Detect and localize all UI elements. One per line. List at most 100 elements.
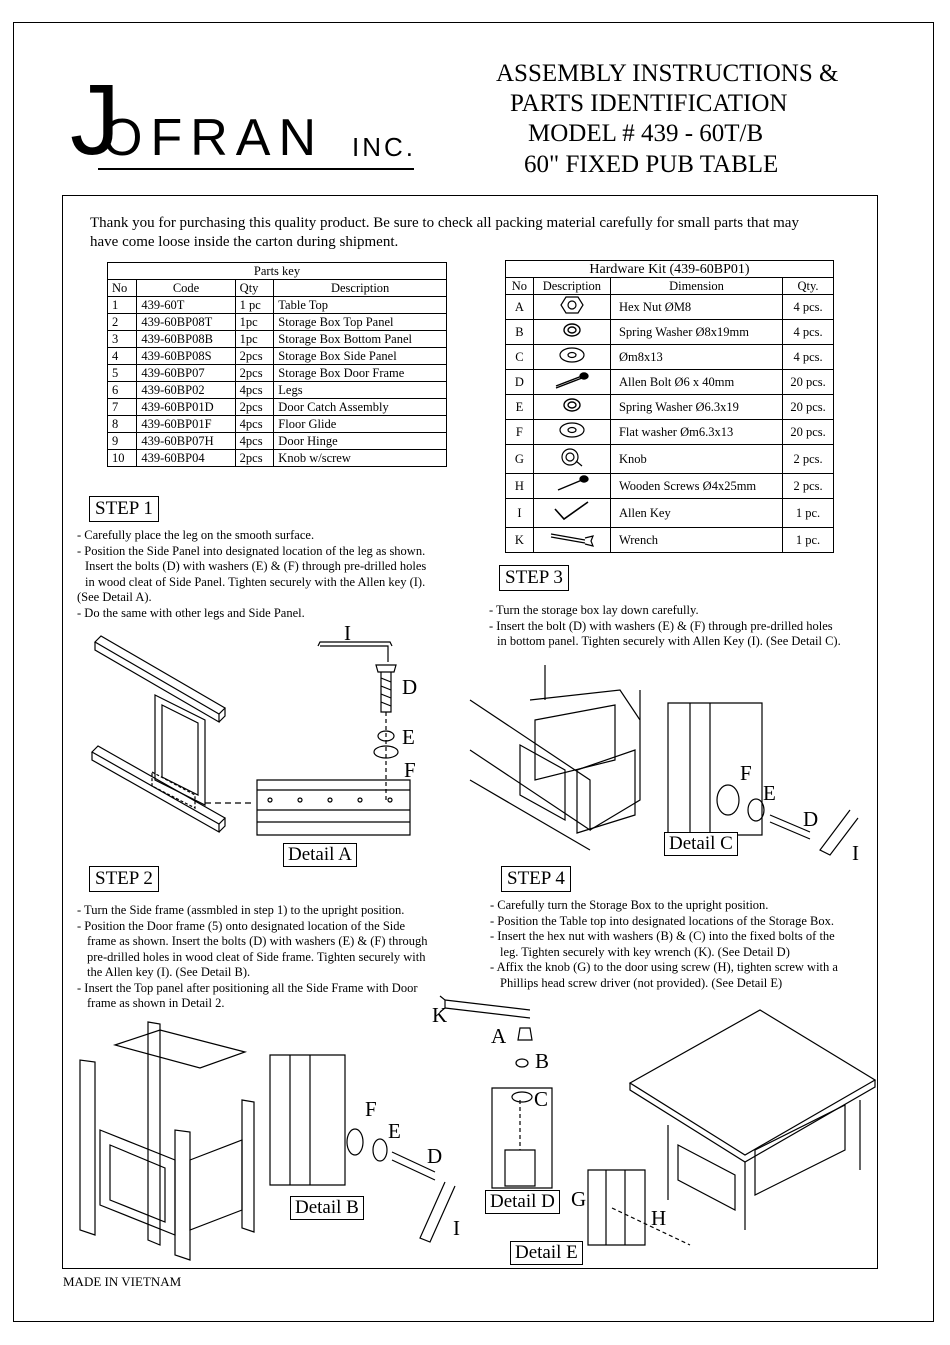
step-3-label: STEP 3 — [499, 565, 569, 591]
step-2-line: - Turn the Side frame (assmbled in step … — [77, 903, 405, 917]
step-1-label: STEP 1 — [89, 496, 159, 522]
callout-i-step2: I — [453, 1216, 460, 1240]
detail-d-label: Detail D — [485, 1190, 560, 1214]
step-2-text: - Turn the Side frame (assmbled in step … — [77, 903, 428, 1012]
hardware-cell-qty: 4 pcs. — [782, 344, 834, 370]
flat-washer-icon — [557, 347, 587, 368]
title-line-2: PARTS IDENTIFICATION — [510, 90, 788, 117]
hardware-cell-qty: 20 pcs. — [782, 419, 834, 445]
made-in-label: MADE IN VIETNAM — [63, 1274, 182, 1289]
callout-d-step2: D — [427, 1144, 443, 1168]
parts-cell-code: 439-60BP02 — [136, 381, 236, 399]
detail-a-label: Detail A — [283, 843, 357, 867]
hardware-cell-dimension: Flat washer Øm6.3x13 — [609, 419, 784, 445]
logo-underline — [98, 168, 414, 170]
step-2-drawing — [79, 1021, 456, 1261]
parts-cell-no: 6 — [106, 381, 138, 399]
parts-cell-no: 7 — [106, 398, 138, 416]
step-1-line: Insert the bolts (D) with washers (E) & … — [85, 559, 427, 573]
callout-b: B — [535, 1049, 550, 1073]
logo-inc: INC. — [352, 132, 416, 162]
spring-washer-icon — [559, 323, 585, 343]
step-4-line: - Affix the knob (G) to the door using s… — [490, 960, 838, 974]
hardware-cell-dimension: Wooden Screws Ø4x25mm — [609, 473, 784, 499]
logo-letter-j: J — [70, 64, 120, 176]
hardware-cell-no: A — [505, 294, 534, 320]
hw-header-description: Description — [532, 277, 611, 295]
hardware-cell-description — [532, 394, 611, 420]
parts-header-qty: Qty — [234, 279, 275, 297]
step-3-line: - Insert the bolt (D) with washers (E) &… — [489, 618, 833, 633]
callout-k: K — [432, 1003, 448, 1027]
hardware-cell-dimension: Wrench — [609, 527, 784, 553]
callout-f-step1: F — [404, 758, 416, 782]
parts-cell-code: 439-60BP07 — [136, 364, 236, 382]
hardware-cell-dimension: Allen Bolt Ø6 x 40mm — [609, 369, 784, 395]
hardware-cell-description — [532, 294, 611, 320]
parts-cell-qty: 2pcs — [234, 364, 275, 382]
hardware-cell-qty: 20 pcs. — [782, 369, 834, 395]
intro-text: Thank you for purchasing this quality pr… — [90, 215, 799, 250]
wood-screw-icon — [552, 475, 592, 497]
hardware-cell-dimension: Spring Washer Ø8x19mm — [609, 319, 784, 345]
step-4-line: - Position the Table top into designated… — [490, 913, 834, 928]
parts-cell-description: Storage Box Side Panel — [273, 347, 447, 365]
hardware-cell-dimension: Øm8x13 — [609, 344, 784, 370]
wrench-icon — [547, 533, 597, 551]
detail-c-label: Detail C — [664, 832, 738, 856]
step-1-line: - Carefully place the leg on the smooth … — [77, 528, 315, 542]
step-3-line: - Turn the storage box lay down carefull… — [489, 603, 699, 617]
hardware-cell-qty: 1 pc. — [782, 527, 834, 553]
callout-c: C — [534, 1087, 549, 1111]
step-4-line: - Insert the hex nut with washers (B) & … — [490, 929, 835, 943]
step-4-line: leg. Tighten securely with key wrench (K… — [500, 944, 790, 959]
parts-cell-description: Storage Box Door Frame — [273, 364, 447, 382]
callout-f-step3: F — [740, 761, 752, 785]
hardware-cell-no: G — [505, 444, 534, 474]
detail-b-label: Detail B — [290, 1196, 364, 1220]
step-1-text: - Carefully place the leg on the smooth … — [77, 528, 426, 621]
parts-cell-code: 439-60BP04 — [136, 449, 236, 467]
step-2-line: - Position the Door frame (5) onto desig… — [77, 918, 406, 933]
step-2-line: - Insert the Top panel after positioning… — [77, 980, 418, 995]
step-1-line: (See Detail A). — [77, 590, 152, 604]
parts-cell-code: 439-60BP07H — [136, 432, 236, 450]
hardware-cell-description — [532, 444, 611, 474]
hardware-cell-qty: 20 pcs. — [782, 394, 834, 420]
step-1-line: - Position the Side Panel into designate… — [77, 543, 426, 558]
hardware-cell-qty: 1 pc. — [782, 498, 834, 528]
step-4-line: Phillips head screw driver (not provided… — [500, 975, 783, 990]
parts-cell-no: 10 — [106, 449, 138, 467]
callout-e-step2: E — [388, 1119, 401, 1143]
callout-e-step3: E — [763, 781, 776, 805]
flat-washer-icon — [557, 422, 587, 443]
step-2-line: frame as shown in Detail 2. — [87, 996, 225, 1010]
hw-header-no: No — [505, 277, 534, 295]
callout-a: A — [491, 1024, 507, 1048]
parts-cell-qty: 2pcs — [234, 347, 275, 365]
content-frame — [62, 195, 878, 1269]
step-2-line: pre-drilled holes in wood cleat of Side … — [87, 949, 426, 964]
parts-cell-code: 439-60BP08B — [136, 330, 236, 348]
callout-d-step3: D — [803, 807, 819, 831]
detail-e-label: Detail E — [510, 1241, 583, 1265]
title-line-3: MODEL # 439 - 60T/B — [528, 120, 764, 147]
step-1-line: - Do the same with other legs and Side P… — [77, 605, 305, 620]
step-1-drawing — [91, 635, 411, 836]
step-3-text: - Turn the storage box lay down carefull… — [489, 603, 841, 650]
parts-cell-qty: 2pcs — [234, 449, 275, 467]
callout-g: G — [571, 1187, 587, 1211]
step-4-line: - Carefully turn the Storage Box to the … — [490, 898, 769, 912]
callout-f-step2: F — [365, 1097, 377, 1121]
hardware-cell-dimension: Knob — [609, 444, 784, 474]
